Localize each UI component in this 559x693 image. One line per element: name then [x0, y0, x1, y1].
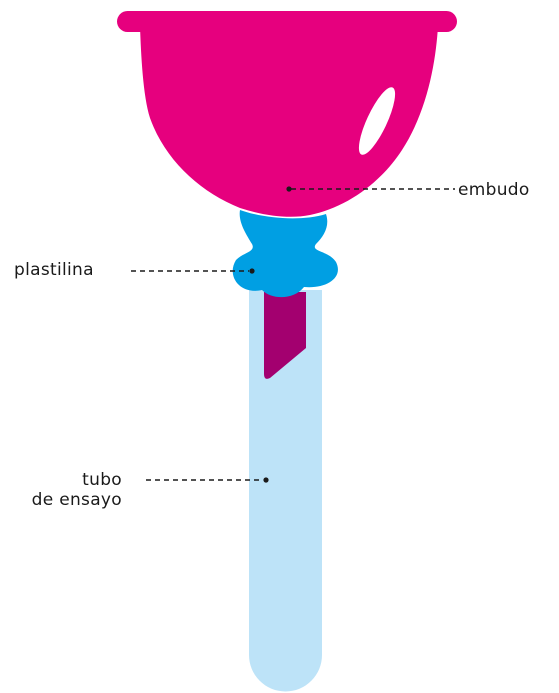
label-tubo-de-ensayo: tubo de ensayo	[0, 470, 122, 510]
label-embudo: embudo	[458, 180, 530, 200]
test-tube	[249, 290, 322, 692]
leader-lines	[131, 186, 455, 483]
funnel-highlight	[358, 87, 396, 155]
label-tubo-line2: de ensayo	[31, 490, 122, 510]
leader-dot-plastilina	[249, 268, 255, 274]
label-tubo-line1: tubo	[82, 470, 122, 490]
label-plastilina: plastilina	[14, 260, 94, 280]
leader-dot-tubo	[263, 477, 269, 483]
funnel-stem	[264, 292, 306, 379]
leader-dot-embudo	[286, 186, 292, 192]
funnel-bowl	[140, 26, 438, 217]
plasticine-seal	[232, 210, 338, 298]
